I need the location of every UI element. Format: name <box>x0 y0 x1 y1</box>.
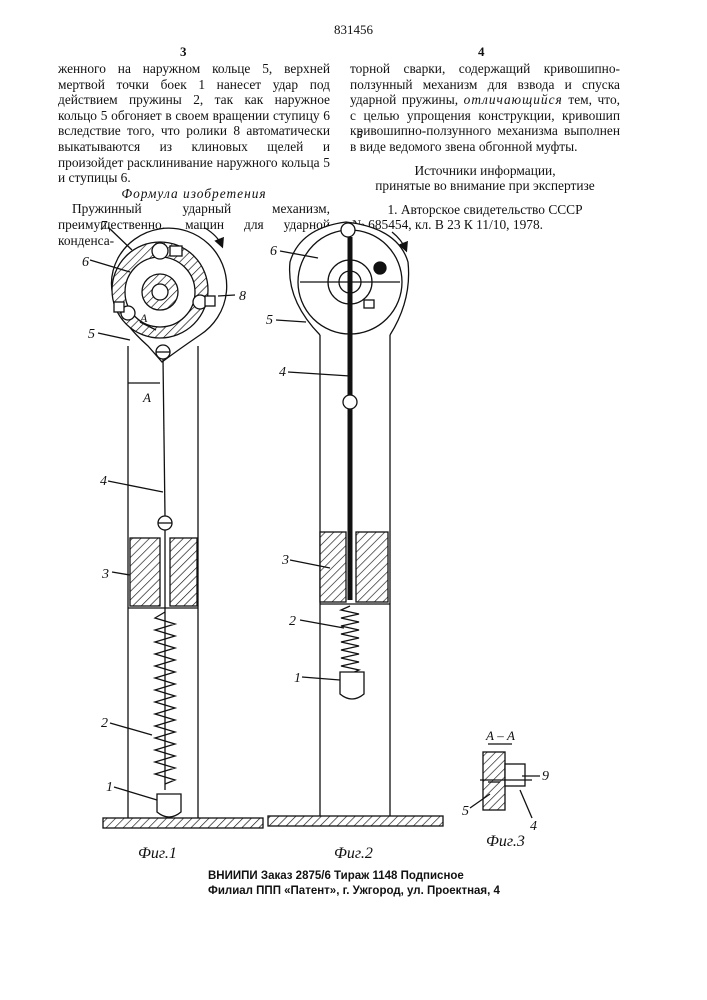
footer-line-2: Филиал ППП «Патент», г. Ужгород, ул. Про… <box>208 885 500 897</box>
fig1-label-3: 3 <box>101 567 109 582</box>
fig1-label-5: 5 <box>88 327 95 342</box>
fig2-striker <box>340 672 364 699</box>
fig1-striker <box>157 794 181 817</box>
figure-3 <box>470 744 540 818</box>
fig1-base-plate <box>103 818 263 828</box>
fig1-connecting-rod <box>163 359 165 516</box>
fig1-label-1: 1 <box>106 780 113 795</box>
fig3-section-body <box>483 752 505 810</box>
fig1-label-6: 6 <box>82 255 89 270</box>
fig2-label-6: 6 <box>270 244 277 259</box>
fig1-slider-left <box>130 538 160 606</box>
fig2-label-4: 4 <box>279 365 286 380</box>
fig1-label-A: A <box>142 390 151 405</box>
fig1-label-4: 4 <box>100 474 107 489</box>
figure-1 <box>90 227 263 828</box>
fig1-label-8: 8 <box>239 289 246 304</box>
fig2-label-5: 5 <box>266 313 273 328</box>
fig2-caption: Фиг.2 <box>334 845 373 862</box>
figure-2 <box>268 222 443 826</box>
fig2-spring <box>341 606 359 674</box>
fig2-base-plate <box>268 816 443 826</box>
fig2-pivot <box>343 395 357 409</box>
fig2-label-3: 3 <box>281 553 289 568</box>
fig1-label-A-top: A <box>139 311 148 325</box>
fig1-label-7: 7 <box>100 219 108 234</box>
fig1-caption: Фиг.1 <box>138 845 177 862</box>
footer-line-1: ВНИИПИ Заказ 2875/6 Тираж 1148 Подписное <box>208 870 464 882</box>
fig1-label-2: 2 <box>101 716 108 731</box>
fig2-label-1: 1 <box>294 671 301 686</box>
fig3-caption: Фиг.3 <box>486 833 525 850</box>
fig1-slider-right <box>170 538 197 606</box>
fig2-label-2: 2 <box>289 614 296 629</box>
fig3-label-9: 9 <box>542 769 549 784</box>
fig2-slider-right <box>356 532 388 602</box>
fig1-roller-top <box>152 243 168 259</box>
fig3-label-4: 4 <box>530 819 537 834</box>
fig3-label-5: 5 <box>462 804 469 819</box>
fig3-section-label: А – А <box>485 728 515 743</box>
